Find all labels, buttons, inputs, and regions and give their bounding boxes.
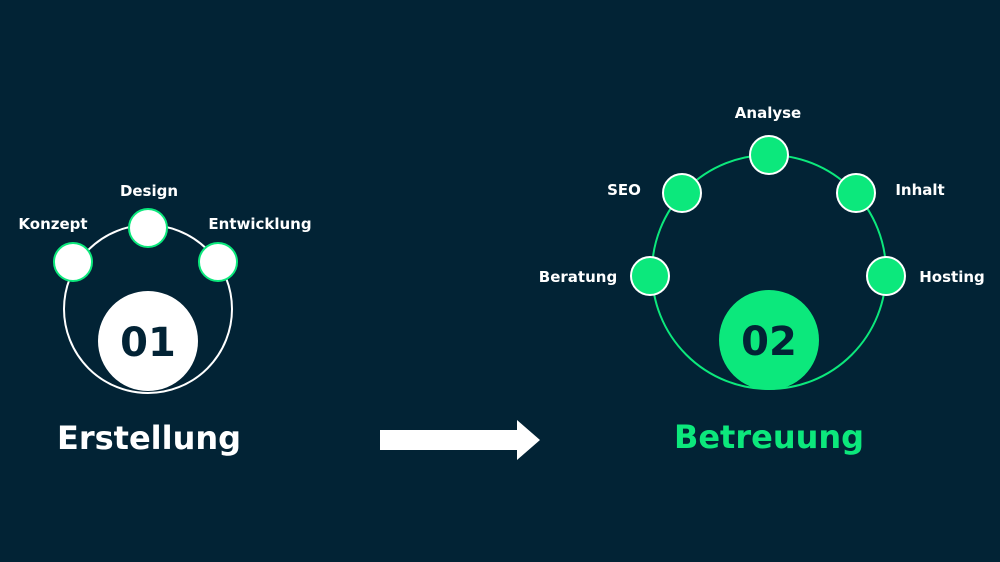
- phase-2-title: Betreuung: [674, 418, 864, 456]
- phase-1-node-entwicklung: [198, 242, 238, 282]
- phase-2-step-label: Hosting: [919, 268, 985, 286]
- phase-1-number: 01: [120, 320, 176, 366]
- phase-2-number-circle: [719, 290, 819, 390]
- phase-2-node-seo: [662, 173, 702, 213]
- phase-1-step-label: Entwicklung: [208, 215, 311, 233]
- phase-1-step-label: Design: [120, 182, 178, 200]
- phase-1-node-konzept: [53, 242, 93, 282]
- phase-2-node-inhalt: [836, 173, 876, 213]
- phase-2-node-beratung: [630, 256, 670, 296]
- phase-2-step-label: SEO: [607, 181, 641, 199]
- phase-1-number-circle: [98, 291, 198, 391]
- phase-2-node-analyse: [749, 135, 789, 175]
- arrow-right-icon: [380, 420, 540, 460]
- phase-2-step-label: Beratung: [539, 268, 617, 286]
- phase-2: 02 Beratung SEO Analyse Inhalt Hosting B…: [539, 104, 985, 456]
- phase-1-node-design: [128, 208, 168, 248]
- phase-2-number: 02: [741, 319, 797, 365]
- phase-1-step-label: Konzept: [18, 215, 87, 233]
- phase-2-step-label: Inhalt: [895, 181, 944, 199]
- phase-2-node-hosting: [866, 256, 906, 296]
- phase-2-step-label: Analyse: [735, 104, 801, 122]
- phase-1-title: Erstellung: [57, 419, 241, 457]
- phase-1: 01 Konzept Design Entwicklung Erstellung: [18, 182, 311, 457]
